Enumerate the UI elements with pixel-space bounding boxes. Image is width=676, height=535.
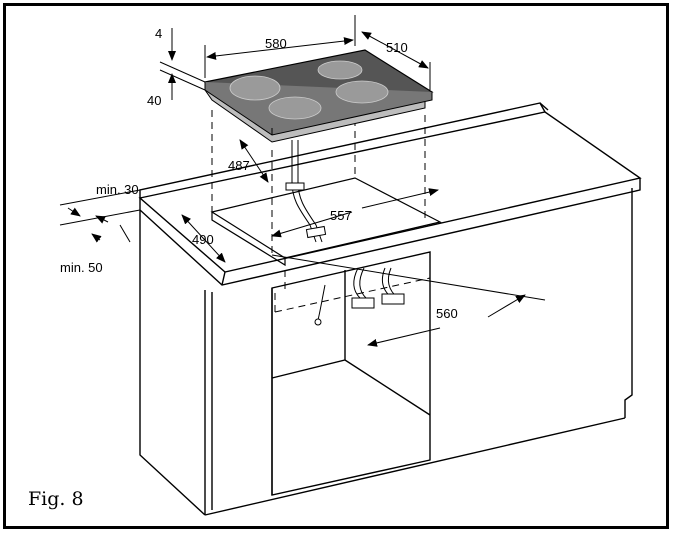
dim-560-label: 560	[436, 306, 458, 321]
hob-cable	[285, 140, 327, 243]
figure-caption: Fig. 8	[28, 488, 84, 510]
dim-487-label: 487	[228, 158, 250, 173]
base-cabinet	[139, 188, 633, 516]
dim-min50-label: min. 50	[60, 260, 103, 275]
cooking-zone-right	[335, 80, 389, 104]
cooking-zone-front	[268, 96, 322, 120]
dimension-lines	[59, 15, 546, 347]
countertop	[138, 102, 642, 286]
dim-4-label: 4	[155, 26, 162, 41]
dim-490-label: 490	[192, 232, 214, 247]
cooking-zone-left	[229, 75, 281, 101]
dim-40-label: 40	[147, 93, 161, 108]
cabinet-wiring	[314, 267, 405, 326]
hob	[203, 49, 434, 143]
cooking-zone-back	[317, 60, 363, 80]
dim-min30-label: min. 30	[96, 182, 139, 197]
dim-580-label: 580	[265, 36, 287, 51]
dim-557-label: 557	[330, 208, 352, 223]
dim-510-label: 510	[386, 40, 408, 55]
